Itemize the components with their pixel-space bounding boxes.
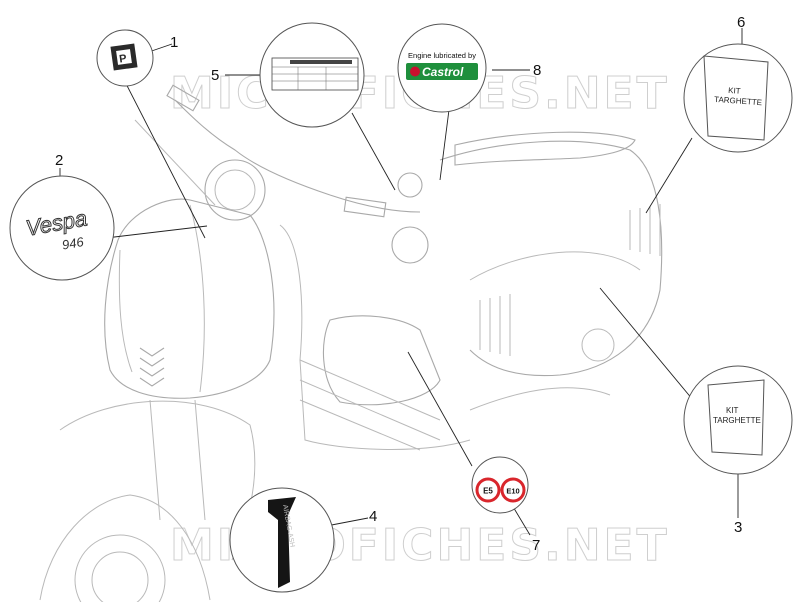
detail-5-data-plate [259,22,365,128]
airbag-decal-shape [268,497,296,588]
detail-2-vespa-logo: Vespa 946 [9,175,115,281]
rear-body-outline [439,140,663,377]
detail-6-kit-targhette: KIT TARGHETTE [683,43,793,153]
headlight-outline [204,159,266,221]
leader-7b [407,351,473,467]
leader-3b [599,287,694,401]
kit-label-3a: KIT [726,406,739,415]
callout-numbers: 1 2 3 4 5 6 7 8 [55,14,745,554]
kit-envelope-6 [703,55,769,141]
callout-4: 4 [369,508,377,525]
detail-1-p-sticker: P [96,29,154,87]
rear-grille [629,204,661,256]
left-handlebar [174,99,331,196]
callout-5: 5 [211,67,219,84]
detail-circle-2 [9,175,115,281]
kit-label-3b: TARGHETTE [713,416,761,425]
kit-label-6a: KIT [728,86,741,96]
leader-1b [119,71,206,239]
kit-label-6b: TARGHETTE [714,95,762,107]
castrol-logo-background [406,63,478,80]
side-cowl-line [469,251,641,281]
leg-shield-edge [118,249,133,373]
leader-5b [351,112,396,191]
leader-7 [511,504,531,536]
left-grip [166,84,200,112]
fork-outline [149,399,206,521]
detail-4-airbag-decal: AIRBAG-ASH [229,487,335,593]
scooter-drawing [39,84,663,602]
castrol-brand: Castrol [422,65,464,79]
callout-8: 8 [533,62,541,79]
callout-6: 6 [737,14,745,31]
vespa-model-number: 946 [61,234,86,253]
leg-shield-outline [104,198,275,399]
floorboard-outline [322,315,441,406]
fuel-e10-badge [500,477,526,503]
detail-7-fuel-labels: E5 E10 [471,456,529,514]
leader-2b [105,225,208,239]
leader-6b [645,137,693,214]
fuel-e10-text: E10 [506,487,519,496]
detail-3-kit-targhette: KIT TARGHETTE [683,365,793,475]
ignition-switch [391,226,429,264]
castrol-logo-mark [410,66,420,77]
fuel-e5-text: E5 [483,487,493,496]
callout-1: 1 [170,34,178,51]
leg-shield-seam [189,204,205,393]
mirror-stalk [134,119,216,206]
right-grip [343,196,387,218]
headlight-lens [214,169,256,211]
kit-envelope-3 [707,379,765,456]
callout-2: 2 [55,152,63,169]
leader-8b [439,101,451,181]
p-sticker-letter: P [118,53,127,66]
callout-3: 3 [734,519,742,536]
callout-7: 7 [532,537,540,554]
right-handlebar [329,194,421,213]
rear-hub [581,328,615,362]
detail-8-castrol-label: Engine lubricated by Castrol [397,23,487,113]
brake-disc-inner [91,551,149,602]
inner-panel-outline [279,224,471,450]
fuel-cap [397,172,423,198]
seat-outline [454,131,636,166]
exhaust-outline [469,387,611,411]
front-wheel-outline [39,494,211,601]
fuel-e5-badge [475,477,501,503]
front-grille [139,347,165,387]
floorboard-ribs [299,359,441,451]
castrol-caption: Engine lubricated by [408,51,476,60]
p-sticker-inner [116,49,132,65]
brake-disc [74,534,166,602]
data-plate-header [290,60,352,64]
side-grille [479,294,511,356]
